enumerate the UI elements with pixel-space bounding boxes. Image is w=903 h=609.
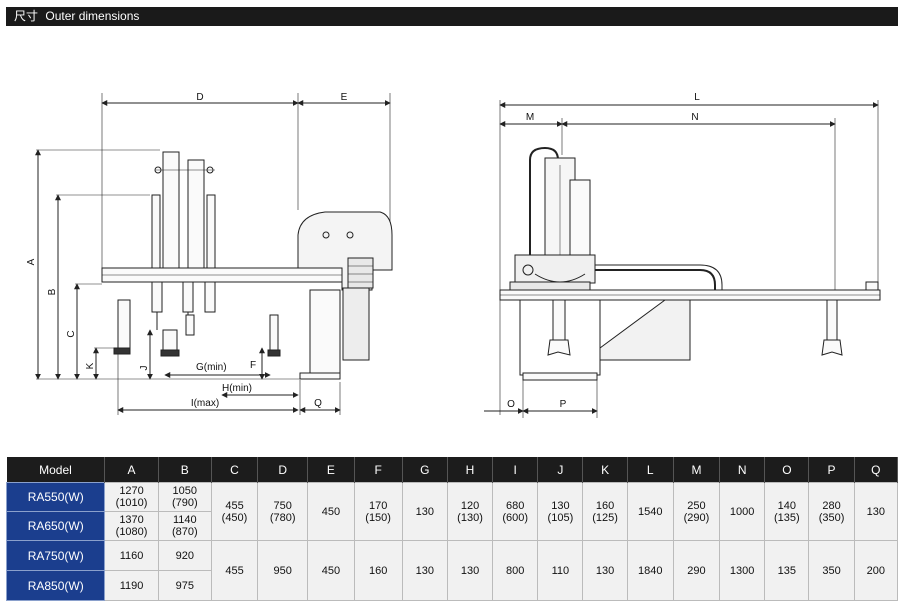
cell-B: 920 <box>157 540 212 571</box>
label-N: N <box>691 112 698 123</box>
model-cell: RA650(W) <box>5 511 106 541</box>
label-F: F <box>250 360 256 371</box>
col-header: D <box>257 457 309 483</box>
cell-E: 450 <box>307 482 355 541</box>
table-row: RA850(W) 1190 975 <box>5 570 898 601</box>
header-title-en: Outer dimensions <box>45 9 140 23</box>
cell-P: 280(350) <box>808 482 855 541</box>
col-header: E <box>307 457 355 483</box>
cell-A: 1190 <box>104 570 159 601</box>
col-header: N <box>719 457 766 483</box>
cell-K: 160(125) <box>582 482 628 541</box>
cell-C: 455 <box>210 540 259 601</box>
cell-F: 160 <box>353 540 403 601</box>
cell-L: 1840 <box>626 540 674 601</box>
label-C: C <box>66 330 77 337</box>
cell-L: 1540 <box>626 482 674 541</box>
cell-C: 455(450) <box>210 482 259 541</box>
col-header: K <box>582 457 628 483</box>
cell-N: 1000 <box>719 482 766 541</box>
col-header: F <box>354 457 403 483</box>
col-header: M <box>673 457 721 483</box>
col-header: I <box>492 457 539 483</box>
label-M: M <box>526 112 534 123</box>
cell-P: 350 <box>808 540 855 601</box>
dimension-labels: D E A B C K J F G(min) H(min) I(max) Q L… <box>26 92 700 410</box>
section-header: 尺寸 Outer dimensions <box>6 7 898 26</box>
col-header: Q <box>854 457 899 483</box>
label-L: L <box>694 92 700 103</box>
cell-I: 680(600) <box>492 482 539 541</box>
model-cell: RA750(W) <box>5 540 106 571</box>
cell-M: 250(290) <box>672 482 721 541</box>
table-header-row: Model A B C D E F G H I J K L M N O P Q <box>6 457 899 483</box>
table-row: RA550(W) 1270(1010) 1050(790) 455(450) 7… <box>5 482 899 541</box>
label-D: D <box>196 92 203 103</box>
col-header: O <box>764 457 810 483</box>
cell-A: 1160 <box>104 540 159 571</box>
cell-H: 130 <box>446 540 494 601</box>
label-G: G(min) <box>196 362 227 373</box>
model-cell: RA550(W) <box>5 482 106 512</box>
label-J: J <box>139 366 150 371</box>
cell-K: 130 <box>582 540 628 601</box>
cell-B: 1050(790) <box>157 482 212 512</box>
label-O: O <box>507 399 515 410</box>
cell-G: 130 <box>401 482 448 541</box>
label-I: I(max) <box>191 398 219 409</box>
col-header: H <box>447 457 494 483</box>
cell-G: 130 <box>401 540 448 601</box>
table-row: RA750(W) 1160 920 455 950 450 160 130 13… <box>5 540 899 601</box>
cell-A: 1370(1080) <box>104 511 159 541</box>
col-header: C <box>211 457 259 483</box>
dimensions-table: Model A B C D E F G H I J K L M N O P Q … <box>5 457 899 601</box>
col-header: Model <box>6 457 106 483</box>
col-header: L <box>627 457 674 483</box>
cell-Q: 200 <box>853 540 899 601</box>
cell-O: 135 <box>764 540 810 601</box>
col-header: B <box>158 457 212 483</box>
cell-E: 450 <box>307 540 355 601</box>
side-view <box>484 100 881 418</box>
cell-A: 1270(1010) <box>104 482 159 512</box>
cell-N: 1300 <box>719 540 766 601</box>
table-row: RA650(W) 1370(1080) 1140(870) <box>5 511 898 541</box>
model-cell: RA850(W) <box>5 570 106 601</box>
cell-O: 140(135) <box>764 482 810 541</box>
cell-D: 950 <box>257 540 309 601</box>
outer-dimensions-drawing: D E A B C K J F G(min) H(min) I(max) Q L… <box>26 92 881 418</box>
label-E: E <box>341 92 348 103</box>
label-P: P <box>560 399 567 410</box>
cell-H: 120(130) <box>446 482 494 541</box>
front-view <box>35 93 393 415</box>
col-header: P <box>808 457 855 483</box>
label-A: A <box>26 258 37 265</box>
col-header: A <box>104 457 159 483</box>
cell-I: 800 <box>492 540 539 601</box>
cell-F: 170(150) <box>353 482 403 541</box>
label-K: K <box>85 362 96 369</box>
cell-J: 110 <box>537 540 584 601</box>
cell-B: 1140(870) <box>157 511 212 541</box>
col-header: G <box>402 457 448 483</box>
cell-M: 290 <box>672 540 721 601</box>
label-Q: Q <box>314 398 322 409</box>
cell-Q: 130 <box>853 482 899 541</box>
col-header: J <box>537 457 584 483</box>
label-B: B <box>47 288 58 295</box>
cell-B: 975 <box>157 570 212 601</box>
cell-J: 130(105) <box>537 482 584 541</box>
header-title-cn: 尺寸 <box>14 9 39 23</box>
label-H: H(min) <box>222 383 252 394</box>
cell-D: 750(780) <box>257 482 309 541</box>
